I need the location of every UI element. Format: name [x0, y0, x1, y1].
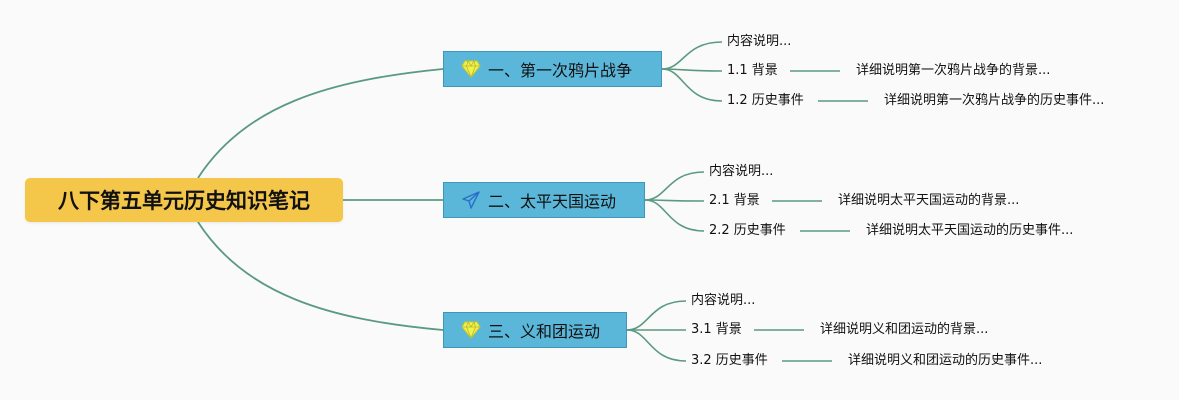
connector-line-14 [626, 300, 687, 331]
topic-1[interactable]: 一、第一次鸦片战争 [443, 51, 662, 87]
topic-1-background-detail[interactable]: 详细说明第一次鸦片战争的背景... [856, 63, 1051, 78]
topic-2-title: 二、太平天国运动 [488, 192, 617, 211]
topic-3-background[interactable]: 3.1 背景 [691, 322, 742, 337]
topic-2[interactable]: 二、太平天国运动 [443, 182, 645, 218]
topic-2-background[interactable]: 2.1 背景 [709, 193, 760, 208]
topic-1-events[interactable]: 1.2 历史事件 [727, 93, 804, 108]
topic-1-title: 一、第一次鸦片战争 [488, 61, 633, 80]
topic-3-events[interactable]: 3.2 历史事件 [691, 353, 768, 368]
topic-2-background-detail[interactable]: 详细说明太平天国运动的背景... [838, 193, 1020, 208]
root-topic[interactable]: 八下第五单元历史知识笔记 [25, 178, 343, 222]
topic-3-title: 三、义和团运动 [488, 322, 601, 341]
topic-1-events-detail[interactable]: 详细说明第一次鸦片战争的历史事件... [884, 93, 1105, 108]
topic-3-content-note[interactable]: 内容说明... [691, 293, 756, 308]
paper-plane-icon [460, 189, 482, 211]
diamond-icon [460, 58, 482, 80]
connector-line-11 [644, 199, 705, 232]
connector-line-1 [197, 68, 444, 179]
connector-line-16 [626, 329, 687, 362]
connector-line-3 [197, 221, 444, 331]
topic-2-content-note[interactable]: 内容说明... [709, 164, 774, 179]
connector-line-6 [661, 68, 723, 102]
topic-3-background-detail[interactable]: 详细说明义和团运动的背景... [820, 322, 989, 337]
topic-2-events-detail[interactable]: 详细说明太平天国运动的历史事件... [866, 223, 1074, 238]
connector-line-4 [661, 41, 723, 70]
topic-3[interactable]: 三、义和团运动 [443, 312, 627, 348]
connector-line-10 [644, 199, 705, 202]
topic-1-background[interactable]: 1.1 背景 [727, 63, 778, 78]
root-title: 八下第五单元历史知识笔记 [58, 189, 310, 213]
topic-2-events[interactable]: 2.2 历史事件 [709, 223, 786, 238]
topic-3-events-detail[interactable]: 详细说明义和团运动的历史事件... [848, 353, 1043, 368]
connector-line-9 [644, 171, 705, 201]
topic-1-content-note[interactable]: 内容说明... [727, 34, 792, 49]
diamond-icon [460, 319, 482, 341]
